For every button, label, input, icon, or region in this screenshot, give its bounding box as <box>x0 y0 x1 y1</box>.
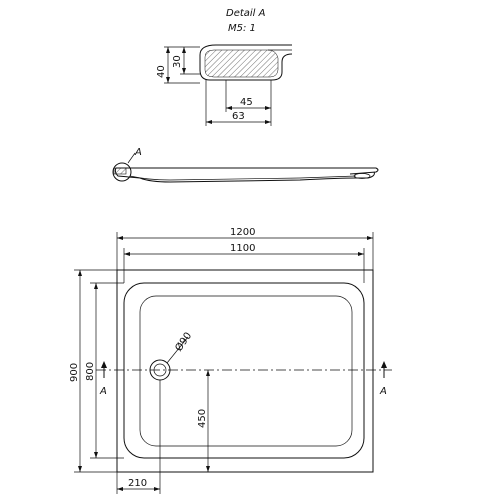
side-view-inner <box>129 175 357 181</box>
detail-title: Detail A <box>226 8 266 19</box>
dim-63-label: 63 <box>232 111 245 122</box>
plan-view: A A Ø90 1200 1100 900 800 <box>69 227 392 494</box>
section-label-left: A <box>99 386 107 397</box>
dim-800-label: 800 <box>85 362 96 381</box>
dim-45-label: 45 <box>240 97 253 108</box>
dim-30-arrow-bottom <box>182 68 186 74</box>
detail-profile-outer <box>199 44 293 81</box>
dim-450-arrow-top <box>206 370 210 376</box>
dim-45-arrow-left <box>226 106 232 110</box>
side-view-rim-block <box>113 167 127 175</box>
dim-63-arrow-right <box>265 120 271 124</box>
dim-40-arrow-bottom <box>166 77 170 83</box>
dim-45-arrow-right <box>265 106 271 110</box>
tray-inner-basin <box>123 282 365 459</box>
dim-450-label: 450 <box>197 409 208 428</box>
tray-inner-floor <box>139 295 353 447</box>
section-arrow-left <box>101 361 107 368</box>
section-arrow-right <box>381 361 387 368</box>
dim-900-arrow-top <box>78 270 82 276</box>
dim-1200-arrow-left <box>117 236 123 240</box>
side-view: A <box>112 147 379 183</box>
dim-800-arrow-top <box>94 283 98 289</box>
detail-scale: M5: 1 <box>228 23 256 34</box>
dim-450-arrow-bottom <box>206 466 210 472</box>
drain-inner <box>153 363 167 377</box>
detail-marker-label: A <box>134 147 142 158</box>
dim-1200-arrow-right <box>367 236 373 240</box>
dim-40-label: 40 <box>156 65 167 78</box>
dim-900-arrow-bottom <box>78 466 82 472</box>
dim-800-arrow-bottom <box>94 452 98 458</box>
dim-63-arrow-left <box>206 120 212 124</box>
side-view-top-surface <box>116 167 379 175</box>
dim-1100-label: 1100 <box>230 243 255 254</box>
side-view-drain-right <box>353 173 371 179</box>
dim-210-label: 210 <box>128 478 147 489</box>
section-label-right: A <box>379 386 387 397</box>
dim-1100-arrow-right <box>358 252 364 256</box>
dim-210-arrow-right <box>154 487 160 491</box>
side-view-body <box>114 167 375 183</box>
detail-marker-leader <box>127 152 136 164</box>
detail-a: Detail A M5: 1 40 30 45 63 <box>156 8 293 126</box>
dim-210-arrow-left <box>117 487 123 491</box>
dim-1100-arrow-left <box>124 252 130 256</box>
detail-marker-circle <box>112 162 132 182</box>
dim-30-arrow-top <box>182 47 186 53</box>
dim-30-label: 30 <box>172 55 183 68</box>
drain-label: Ø90 <box>173 330 195 354</box>
dim-40-arrow-top <box>166 47 170 53</box>
dim-1200-label: 1200 <box>230 227 255 238</box>
detail-profile-core <box>204 49 279 78</box>
drain-leader <box>166 336 189 364</box>
dim-900-label: 900 <box>69 363 80 382</box>
tray-outer-edge <box>116 269 374 473</box>
